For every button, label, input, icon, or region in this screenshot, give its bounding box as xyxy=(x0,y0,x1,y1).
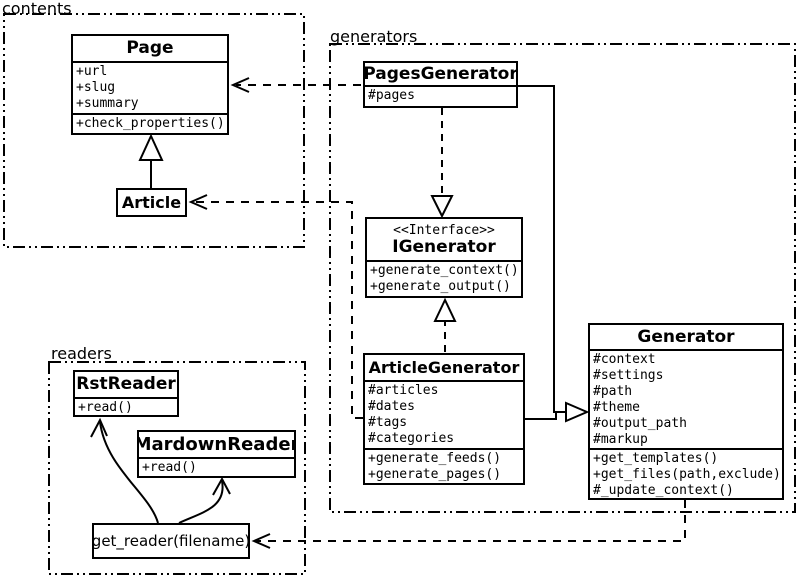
member-line: +generate_output() xyxy=(370,279,511,294)
member-line: #pages xyxy=(368,88,415,103)
class-methods-articlegenerator: +generate_feeds()+generate_pages() xyxy=(365,448,523,483)
member-line: #tags xyxy=(368,415,408,430)
open-arrowhead-at-getreader xyxy=(251,533,271,549)
class-attributes-articlegenerator: #articles#dates#tags#categories xyxy=(365,380,523,448)
inheritance-line-pagesgenerator-to-generator xyxy=(518,85,566,413)
inheritance-triangle-at-generator xyxy=(565,401,590,423)
class-title-pagesgenerator: PagesGenerator xyxy=(365,63,516,84)
class-articlegenerator: ArticleGenerator #articles#dates#tags#ca… xyxy=(363,353,525,485)
class-rstreader: RstReader +read() xyxy=(73,370,179,417)
class-methods-igenerator: +generate_context()+generate_output() xyxy=(367,260,521,296)
member-line: #categories xyxy=(368,431,455,446)
class-attributes-page: +url+slug+summary xyxy=(73,61,227,113)
class-title-page: Page xyxy=(126,38,174,58)
open-arrowhead-at-rstreader xyxy=(90,417,108,438)
open-arrowhead-at-page xyxy=(230,77,250,93)
inheritance-triangle-at-page xyxy=(138,133,164,161)
class-title-articlegenerator: ArticleGenerator xyxy=(368,358,520,377)
package-label-readers: readers xyxy=(51,344,112,363)
class-name-igenerator: IGenerator xyxy=(392,236,496,257)
member-line: +generate_feeds() xyxy=(368,451,502,466)
class-title-article: Article xyxy=(121,193,182,212)
inheritance-line-articlegenerator-to-generator xyxy=(525,412,557,420)
member-line: #dates xyxy=(368,399,415,414)
member-line: +summary xyxy=(76,96,139,111)
class-generator: Generator #context#settings#path#theme#o… xyxy=(588,323,784,500)
member-line: +generate_pages() xyxy=(368,467,502,482)
dependency-line-generator-to-getreader xyxy=(256,500,686,542)
class-methods-page: +check_properties() xyxy=(73,113,227,133)
member-line: #_update_context() xyxy=(593,483,734,498)
member-line: +check_properties() xyxy=(76,116,225,131)
class-title-igenerator: <<Interface>> IGenerator xyxy=(367,219,521,260)
member-line: #context xyxy=(593,352,656,367)
class-title-mardownreader: MardownReader xyxy=(139,434,294,455)
member-line: #theme xyxy=(593,400,640,415)
class-title-rstreader: RstReader xyxy=(76,374,176,394)
realization-triangle-at-igenerator-top xyxy=(430,195,454,219)
member-line: +get_files(path,exclude) xyxy=(593,467,781,482)
class-title-generator: Generator xyxy=(637,326,735,347)
curve-getreader-to-mardownreader xyxy=(178,480,224,524)
class-methods-generator: +get_templates()+get_files(path,exclude)… xyxy=(590,448,782,498)
class-page: Page +url+slug+summary +check_properties… xyxy=(71,34,229,135)
class-pagesgenerator: PagesGenerator #pages xyxy=(363,61,518,108)
class-article: Article xyxy=(116,188,187,217)
function-box-get-reader: get_reader(filename) xyxy=(92,523,250,559)
class-methods-mardownreader: +read() xyxy=(139,457,294,476)
package-label-generators: generators xyxy=(330,27,418,46)
member-line: #output_path xyxy=(593,416,687,431)
class-igenerator: <<Interface>> IGenerator +generate_conte… xyxy=(365,217,523,298)
member-line: #articles xyxy=(368,383,439,398)
member-line: +slug xyxy=(76,80,116,95)
dependency-line-articlegenerator-to-article xyxy=(194,201,363,419)
member-line: #settings xyxy=(593,368,664,383)
open-arrowhead-at-mardownreader xyxy=(212,476,231,496)
class-attributes-generator: #context#settings#path#theme#output_path… xyxy=(590,349,782,448)
member-line: #path xyxy=(593,384,633,399)
realization-triangle-at-igenerator-bottom xyxy=(433,297,457,322)
member-line: +read() xyxy=(78,400,133,415)
open-arrowhead-at-article xyxy=(188,194,208,210)
member-line: +url xyxy=(76,64,108,79)
member-line: +read() xyxy=(142,460,197,475)
class-stereotype-igenerator: <<Interface>> xyxy=(393,222,495,238)
class-mardownreader: MardownReader +read() xyxy=(137,430,296,478)
member-line: +generate_context() xyxy=(370,263,519,278)
member-line: +get_templates() xyxy=(593,451,719,466)
package-label-contents: contents xyxy=(2,0,72,18)
class-methods-rstreader: +read() xyxy=(75,397,177,415)
member-line: #markup xyxy=(593,432,648,447)
class-attributes-pagesgenerator: #pages xyxy=(365,85,516,106)
